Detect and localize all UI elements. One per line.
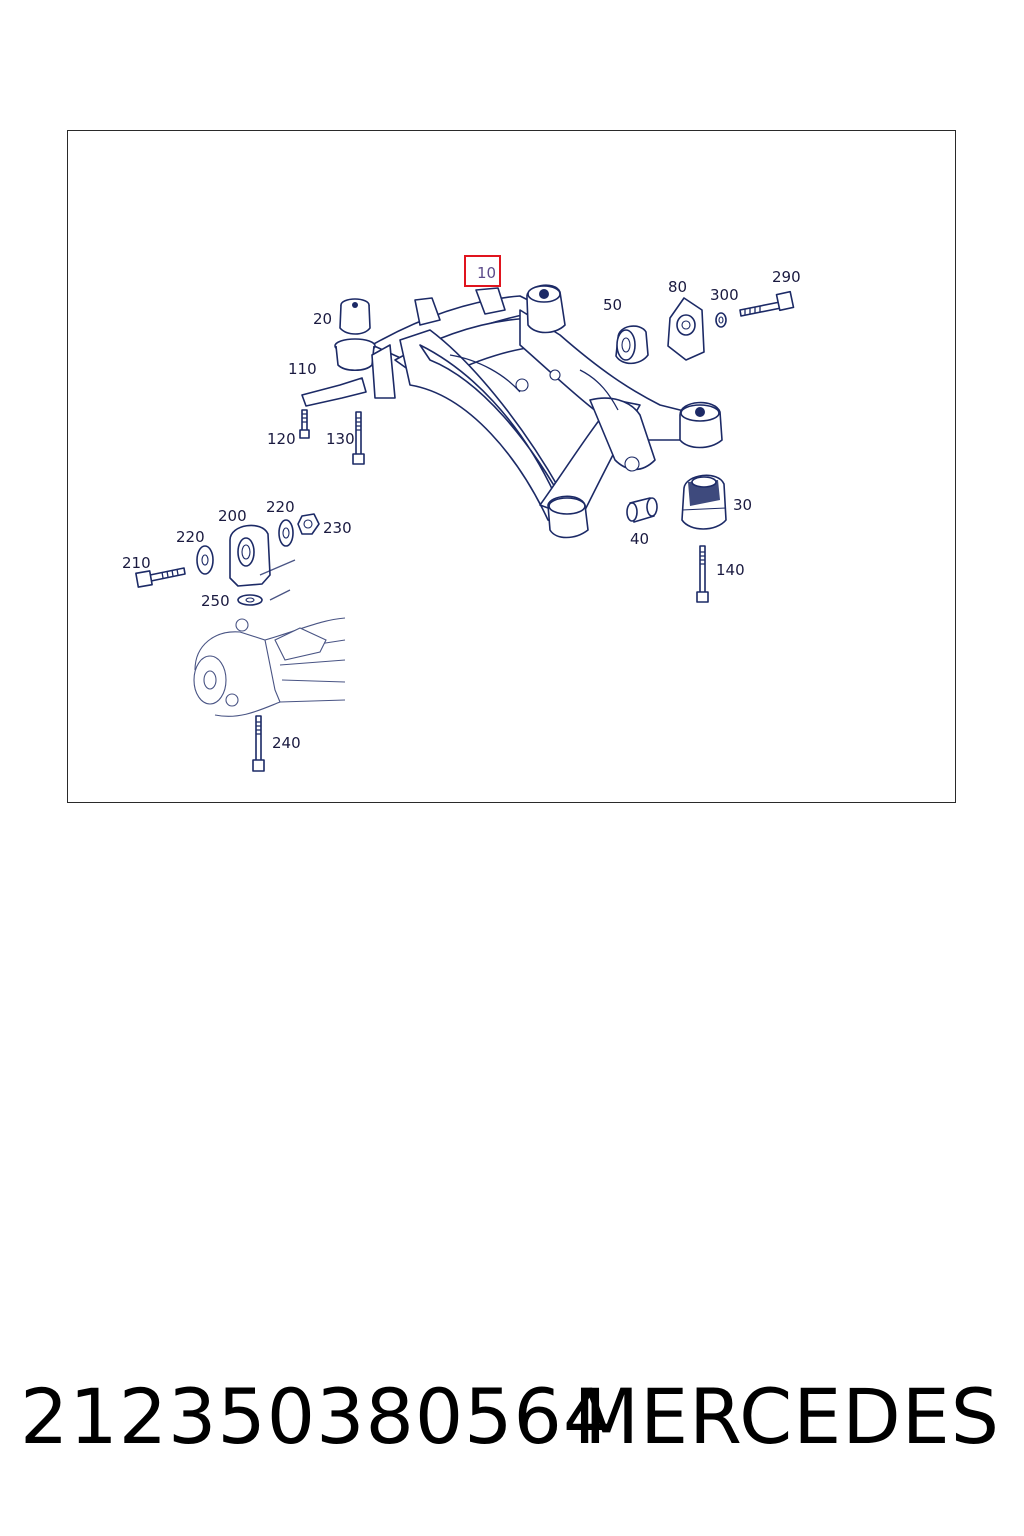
label-250: 250: [201, 592, 230, 610]
label-140: 140: [716, 561, 745, 579]
label-220-right: 220: [266, 498, 295, 516]
brand-name: MERCEDES: [573, 1372, 1000, 1461]
bracket-110: [301, 344, 396, 407]
label-300: 300: [710, 286, 739, 304]
label-50: 50: [603, 296, 622, 314]
highlight-label-10[interactable]: 10: [464, 255, 501, 287]
bolt-210: [135, 567, 186, 588]
part-number: 212350380564: [20, 1372, 613, 1461]
bolt-140: [696, 545, 709, 603]
label-120: 120: [267, 430, 296, 448]
label-30: 30: [733, 496, 752, 514]
label-240: 240: [272, 734, 301, 752]
washer-220-right: [278, 519, 294, 547]
svg-text:10: 10: [477, 264, 496, 282]
washer-220-left: [196, 545, 214, 575]
bolt-130: [352, 411, 365, 465]
label-220-left: 220: [176, 528, 205, 546]
nut-230: [297, 513, 320, 535]
bushing-20: [339, 298, 371, 335]
footer: 212350380564 MERCEDES: [0, 1372, 1024, 1472]
label-110: 110: [288, 360, 317, 378]
mount-plate-80: [667, 297, 705, 361]
axle-housing-reference: [193, 559, 346, 717]
bushing-40: [626, 497, 658, 523]
mount-30: [681, 474, 727, 530]
bolt-120: [299, 409, 310, 439]
label-130: 130: [326, 430, 355, 448]
bushing-50: [615, 325, 649, 365]
label-20: 20: [313, 310, 332, 328]
bolt-240: [252, 715, 265, 772]
washer-250: [237, 594, 263, 606]
rear-subframe: [334, 284, 723, 539]
label-210: 210: [122, 554, 151, 572]
mount-block-200: [229, 524, 271, 587]
bolt-290: [739, 290, 795, 317]
label-290: 290: [772, 268, 801, 286]
label-40: 40: [630, 530, 649, 548]
washer-300: [715, 312, 727, 328]
label-80: 80: [668, 278, 687, 296]
label-200: 200: [218, 507, 247, 525]
label-230: 230: [323, 519, 352, 537]
